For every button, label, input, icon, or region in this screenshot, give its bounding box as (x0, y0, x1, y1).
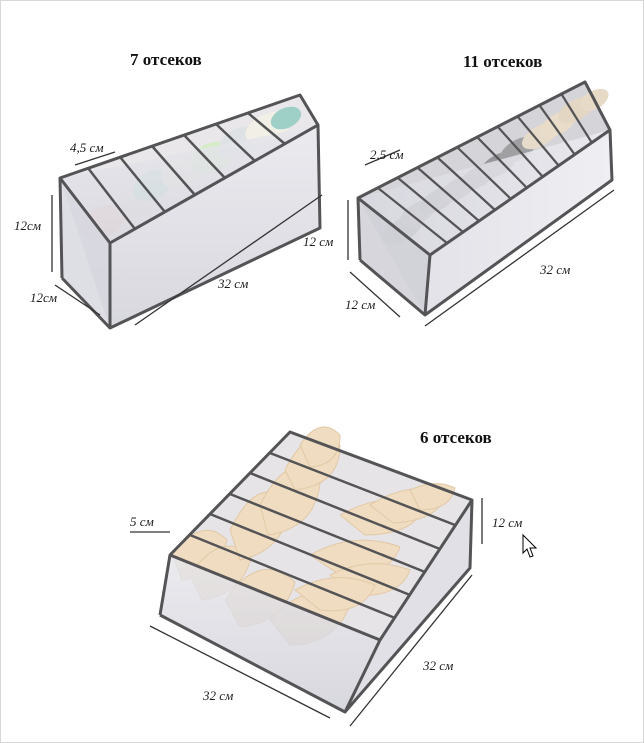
organizer-11-divider-dim: 2,5 см (370, 147, 404, 162)
organizer-7-front (60, 125, 320, 328)
organizer-7-height-dim: 12см (14, 218, 42, 233)
organizer-11-depth-dim: 12 см (345, 297, 376, 312)
organizer-6-title: 6 отсеков (420, 428, 492, 447)
organizer-11-compartments (356, 80, 614, 317)
organizer-6-front (160, 555, 380, 712)
organizer-11-length-dim: 32 см (540, 262, 571, 277)
organizer-7-length-dim: 32 см (218, 276, 249, 291)
organizer-7-compartments (58, 93, 322, 330)
organizer-7-divider-dim: 4,5 см (70, 140, 104, 155)
mouse-cursor-icon (522, 533, 538, 558)
organizer-7-depth-dim: 12см (30, 290, 58, 305)
organizer-11-height-dim: 12 см (303, 234, 334, 249)
organizer-7-side (60, 178, 110, 328)
organizer-6-height-dim: 12 см (492, 515, 523, 530)
organizer-6-interior (170, 432, 472, 640)
organizer-6-length-dim: 32 см (423, 658, 454, 673)
organizer-11-title: 11 отсеков (463, 52, 543, 71)
organizer-11-side (358, 198, 430, 315)
dimension-lines (51, 149, 615, 727)
organizer-6-depth-dim: 32 см (203, 688, 234, 703)
organizer-6-side (345, 500, 472, 712)
organizer-7-title: 7 отсеков (130, 50, 202, 69)
organizer-6-compartments (158, 426, 474, 714)
organizer-6-divider-dim: 5 см (130, 514, 154, 529)
